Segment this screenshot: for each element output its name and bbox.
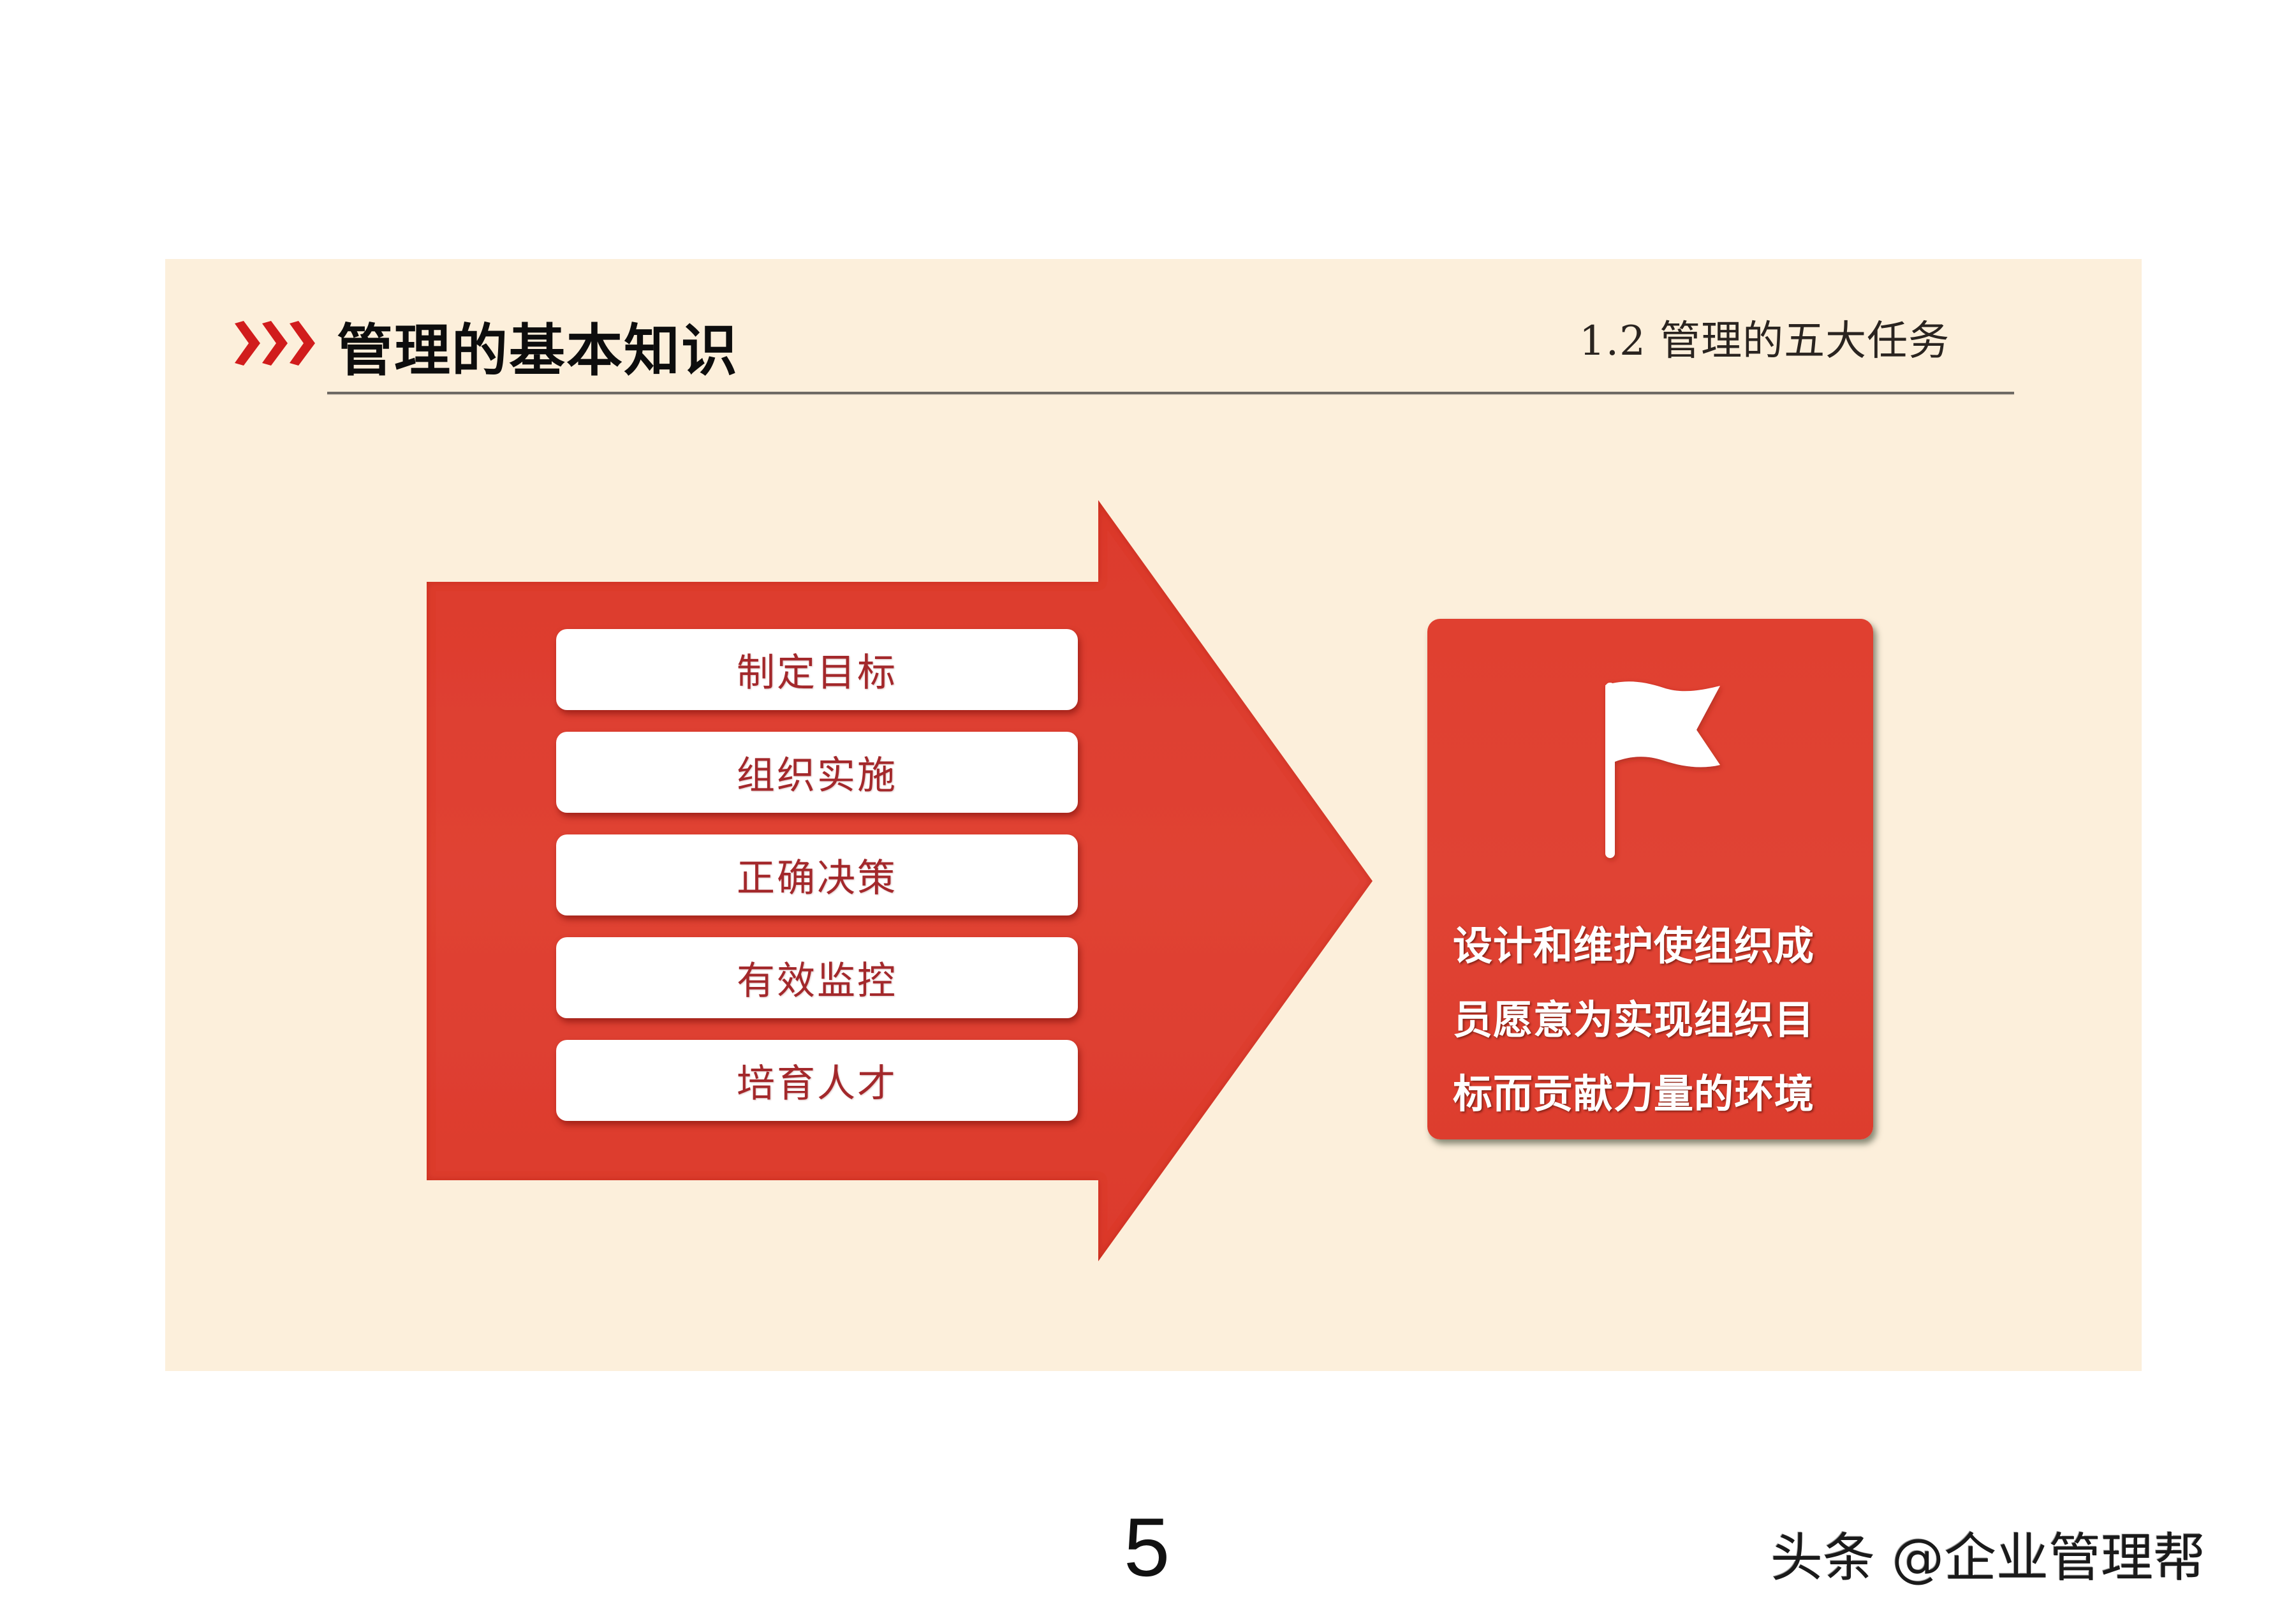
page-title: 管理的基本知识 xyxy=(337,318,739,383)
goal-line: 标而贡献力量的环境 xyxy=(1453,1071,1815,1117)
task-button-organize-implement[interactable]: 组织实施 xyxy=(556,732,1078,813)
task-button-set-goals[interactable]: 制定目标 xyxy=(556,629,1078,710)
header-divider xyxy=(327,392,2014,394)
triple-chevron-icon xyxy=(235,321,315,366)
goal-description: 设计和维护使组织成 员愿意为实现组织目 标而贡献力量的环境 xyxy=(1453,909,1861,1131)
section-title: 1.2 管理的五大任务 xyxy=(1579,318,1950,365)
flag-icon xyxy=(1605,681,1720,858)
task-label: 组织实施 xyxy=(737,753,897,798)
watermark: 头条 @企业管理帮 xyxy=(1770,1528,2206,1589)
task-button-cultivate-talent[interactable]: 培育人才 xyxy=(556,1040,1078,1121)
task-label: 有效监控 xyxy=(737,959,897,1004)
task-button-effective-monitoring[interactable]: 有效监控 xyxy=(556,937,1078,1018)
task-label: 制定目标 xyxy=(737,651,897,695)
task-label: 培育人才 xyxy=(737,1062,897,1106)
goal-line: 员愿意为实现组织目 xyxy=(1453,997,1815,1043)
goal-card: 设计和维护使组织成 员愿意为实现组织目 标而贡献力量的环境 xyxy=(1427,619,1873,1139)
task-button-correct-decisions[interactable]: 正确决策 xyxy=(556,834,1078,915)
task-label: 正确决策 xyxy=(737,856,897,901)
goal-line: 设计和维护使组织成 xyxy=(1453,923,1815,969)
page-number: 5 xyxy=(1124,1501,1170,1594)
